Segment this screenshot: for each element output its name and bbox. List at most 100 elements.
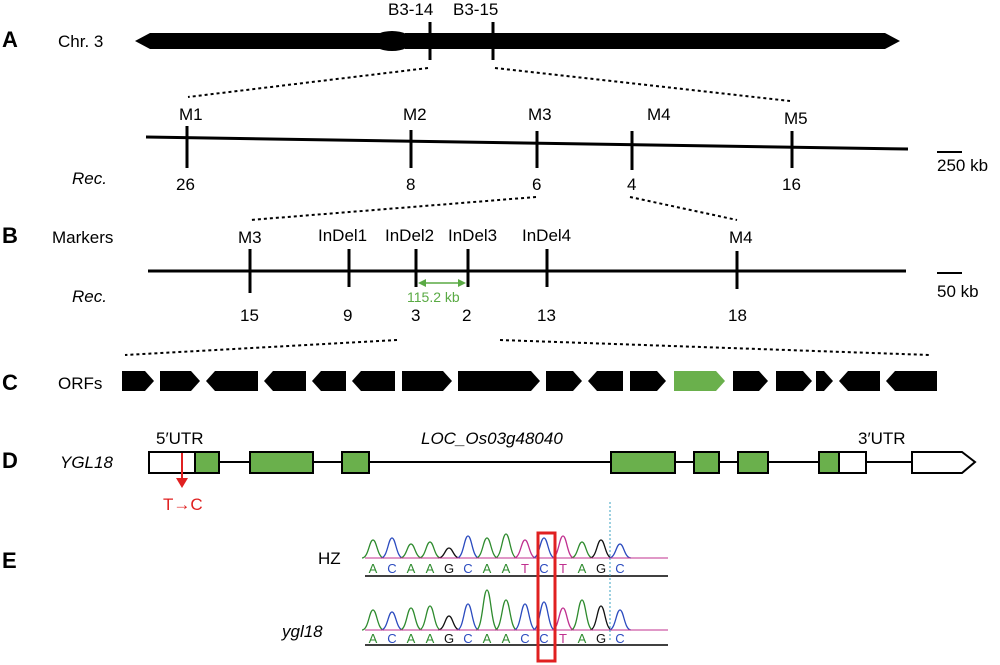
- exon-6: [737, 451, 769, 474]
- rec-value-indel3: 2: [462, 306, 471, 325]
- orf-arrow: [206, 371, 258, 391]
- base-call: T: [521, 561, 529, 576]
- hz-label: HZ: [318, 549, 341, 568]
- marker-label-indel1: InDel1: [318, 226, 367, 245]
- trace-peak: [494, 533, 518, 559]
- base-call: A: [426, 631, 435, 646]
- chromosome-3: [135, 33, 380, 49]
- panel-label-e: E: [2, 548, 17, 573]
- trace-peak: [513, 539, 537, 559]
- panel-label-b: B: [2, 223, 18, 248]
- base-call: A: [426, 561, 435, 576]
- orf-arrow: [122, 371, 154, 391]
- trace-peak: [513, 603, 537, 631]
- rec-value-m2: 8: [406, 175, 415, 194]
- trace-peak: [456, 535, 480, 559]
- zoom-line-left: [187, 67, 429, 98]
- panel-label-c: C: [2, 370, 18, 395]
- base-call: C: [387, 631, 396, 646]
- chromosome-3-long-arm: [405, 33, 900, 49]
- base-call: G: [444, 561, 454, 576]
- zoom-line-b-right: [629, 196, 738, 221]
- trace-peak: [475, 537, 499, 559]
- rec-value-m4: 4: [627, 175, 636, 194]
- trace-peak: [589, 605, 613, 631]
- orf-arrow: [886, 371, 937, 391]
- rec-label-b: Rec.: [72, 287, 107, 306]
- base-call: A: [369, 561, 378, 576]
- orf-arrow: [160, 371, 200, 391]
- orf-arrow: [733, 371, 768, 391]
- trace-peak: [380, 537, 404, 559]
- base-call: A: [578, 631, 587, 646]
- fine-map-line-a: [145, 135, 909, 151]
- mutation-label: T→C: [163, 495, 203, 514]
- orf-arrow: [352, 371, 395, 391]
- orf-arrow: [588, 371, 623, 391]
- orf-arrow: [458, 371, 540, 391]
- orf-arrow: [630, 371, 666, 391]
- trace-peak: [361, 609, 385, 631]
- panel-label-a: A: [2, 27, 18, 52]
- panel-c: ORFs: [58, 371, 937, 393]
- utr5-label: 5′UTR: [156, 429, 204, 448]
- markers-label: Markers: [52, 228, 113, 247]
- panel-b: Markers M3 InDel1 InDel2 InDel3 InDel4 M…: [52, 226, 979, 356]
- trace-peak: [418, 541, 442, 559]
- trace-peak: [437, 547, 461, 559]
- trace-peak: [608, 543, 632, 559]
- base-call: T: [559, 631, 567, 646]
- centromere: [372, 31, 412, 51]
- exon-7: [818, 451, 840, 474]
- gene-label: YGL18: [60, 453, 113, 472]
- base-call: A: [369, 631, 378, 646]
- marker-label-indel4: InDel4: [522, 226, 571, 245]
- trace-peak: [532, 537, 556, 559]
- base-call: G: [596, 561, 606, 576]
- base-call: C: [463, 561, 472, 576]
- trace-peak: [418, 605, 442, 631]
- trace-peak: [608, 609, 632, 631]
- orf-arrow: [264, 371, 306, 391]
- base-call: C: [387, 561, 396, 576]
- base-call: C: [520, 631, 529, 646]
- exon-3: [341, 451, 370, 474]
- marker-label-b-m3: M3: [238, 228, 262, 247]
- panel-a: Chr. 3 B3-14 B3-15 M1 M2 M3 M4 M5 Rec. 2…: [58, 0, 988, 221]
- orf-arrow: [402, 371, 452, 391]
- exon-1: [194, 451, 220, 474]
- trace-peak: [589, 539, 613, 559]
- marker-label-indel2: InDel2: [385, 226, 434, 245]
- base-call: C: [615, 631, 624, 646]
- panel-label-d: D: [2, 448, 18, 473]
- marker-label-b-m4: M4: [729, 228, 753, 247]
- marker-label-b3-15: B3-15: [453, 0, 498, 19]
- trace-peak: [399, 607, 423, 631]
- trace-peak: [456, 603, 480, 631]
- scale-label-a: 250 kb: [937, 156, 988, 175]
- marker-label-b3-14: B3-14: [388, 0, 433, 19]
- rec-value-indel1: 9: [343, 306, 352, 325]
- exon-2: [249, 451, 314, 474]
- orf-arrow: [546, 371, 582, 391]
- marker-label-m1: M1: [179, 105, 203, 124]
- rec-value-m3: 6: [532, 175, 541, 194]
- locus-label: LOC_Os03g48040: [421, 429, 563, 448]
- orfs-label: ORFs: [58, 374, 102, 393]
- marker-label-m2: M2: [403, 105, 427, 124]
- base-call: A: [407, 631, 416, 646]
- utr5-box: [148, 451, 196, 474]
- utr3-label: 3′UTR: [858, 429, 906, 448]
- rec-value-b-m3: 15: [240, 306, 259, 325]
- trace-peak: [361, 539, 385, 559]
- trace-peak: [532, 601, 556, 631]
- chromatogram-ygl18: [361, 589, 668, 631]
- base-call: C: [463, 631, 472, 646]
- trace-peak: [437, 615, 461, 631]
- trace-peak: [380, 611, 404, 631]
- zoom-line-c-left: [124, 339, 398, 356]
- base-call: A: [483, 631, 492, 646]
- orf-arrow: [776, 371, 812, 391]
